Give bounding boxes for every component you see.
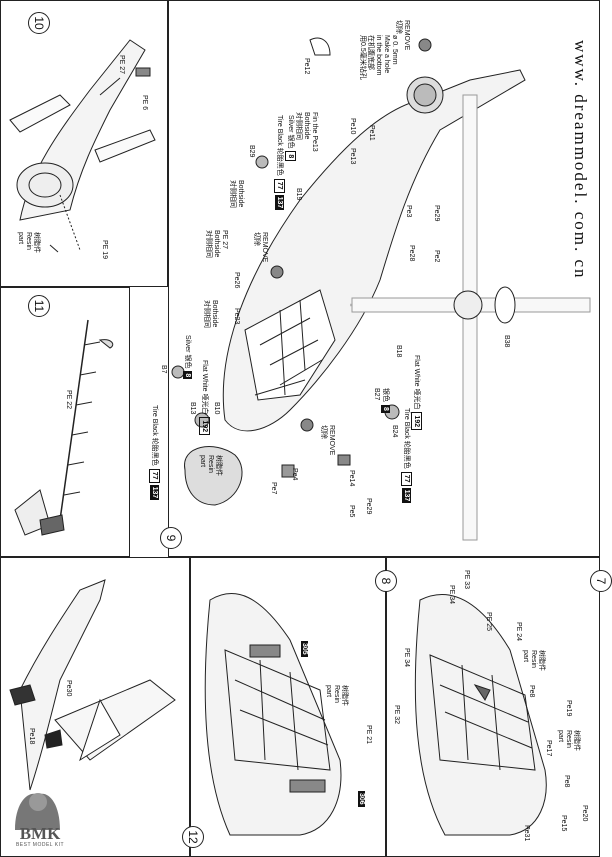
label-b38: B38 xyxy=(503,335,510,348)
label-b24: B24 xyxy=(391,425,398,438)
step-number-9: 9 xyxy=(160,527,182,549)
label-pe34-low: PE 34 xyxy=(403,648,410,668)
step-number-10: 10 xyxy=(28,12,50,34)
label-pe5: Pe5 xyxy=(348,505,355,518)
tire-black-note-right: Tire Black 轮胎黑色 77137 xyxy=(401,408,412,504)
label-pe4: Pe4 xyxy=(291,468,298,481)
label-pe8-b: Pe8 xyxy=(563,775,570,788)
label-pe15: Pe15 xyxy=(560,815,567,832)
label-pe32: PE 32 xyxy=(393,705,400,725)
bmk-logo-bust xyxy=(15,793,60,830)
label-pe27-s10: PE 27 xyxy=(118,55,125,75)
label-pe31: Pe31 xyxy=(523,825,530,842)
step-number-12: 12 xyxy=(182,826,204,848)
code-305: 305 xyxy=(301,641,308,657)
label-pe22: PE 22 xyxy=(65,390,72,410)
label-b27: B27 xyxy=(373,388,380,401)
label-pe8-a: Pe8 xyxy=(528,685,535,698)
step-number-8: 8 xyxy=(375,570,397,592)
label-pe34-top: PE 34 xyxy=(448,585,455,605)
label-pe3: Pe3 xyxy=(405,205,412,218)
label-pe12: Pe12 xyxy=(303,58,310,75)
label-b18: B18 xyxy=(395,345,402,358)
label-pe30: Pe30 xyxy=(65,680,72,697)
label-pe11: Pe11 xyxy=(368,125,375,141)
step-number-11: 11 xyxy=(28,295,50,317)
label-pe13: Pe13 xyxy=(349,148,356,165)
flat-white-note-right: Flat White 哑光白 192 xyxy=(411,355,422,431)
flat-white-note-left: Flat White 哑光白 192 xyxy=(199,360,210,436)
label-b29: B29 xyxy=(248,145,255,158)
tire-black-note-left: Tire Black 轮胎黑色 77137 xyxy=(149,405,160,501)
label-pe6-s10: PE 6 xyxy=(141,95,148,111)
label-b13: B13 xyxy=(189,402,196,415)
label-pe23: Pe23 xyxy=(233,308,240,325)
label-pe7: Pe7 xyxy=(270,482,277,495)
paint-note-top: Silver 银色 8 Tire Black 轮胎黑色 77137 xyxy=(274,115,296,211)
label-pe24: PE 24 xyxy=(515,622,522,642)
label-pe17: Pe17 xyxy=(545,740,552,757)
label-pe2: Pe2 xyxy=(433,250,440,263)
bmk-logo: BMK BEST MODEL KIT xyxy=(10,824,70,848)
label-pe28: Pe28 xyxy=(408,245,415,262)
label-pe14: Pe14 xyxy=(348,470,355,487)
label-pe29-top: Pe29 xyxy=(433,205,440,222)
website-url: www. dreammodel. com. cn xyxy=(571,40,590,280)
label-pe19-s7: Pe19 xyxy=(565,700,572,717)
label-b7: B7 xyxy=(160,365,167,374)
label-pe25: PE 25 xyxy=(485,612,492,632)
label-pe21: PE 21 xyxy=(365,725,372,745)
label-pe20: Pe20 xyxy=(581,805,588,822)
label-pe29-low: Pe29 xyxy=(365,498,372,515)
bmk-logo-text: BMK xyxy=(19,824,61,843)
label-pe33: PE 33 xyxy=(463,570,470,590)
code-306: 306 xyxy=(358,791,365,807)
label-pe19-s10: PE 19 xyxy=(101,240,108,260)
label-pe10: Pe10 xyxy=(349,118,356,135)
step-number-7: 7 xyxy=(590,570,612,592)
label-pe26: Pe26 xyxy=(233,272,240,289)
paint-note-left: Silver 银色 8 xyxy=(183,335,192,380)
label-b10: B10 xyxy=(213,402,220,415)
label-pe18: Pe18 xyxy=(28,728,35,745)
silver-note-right: 银色 8 xyxy=(381,388,390,413)
label-b19: B19 xyxy=(295,188,302,201)
bmk-logo-tagline: BEST MODEL KIT xyxy=(15,842,65,848)
